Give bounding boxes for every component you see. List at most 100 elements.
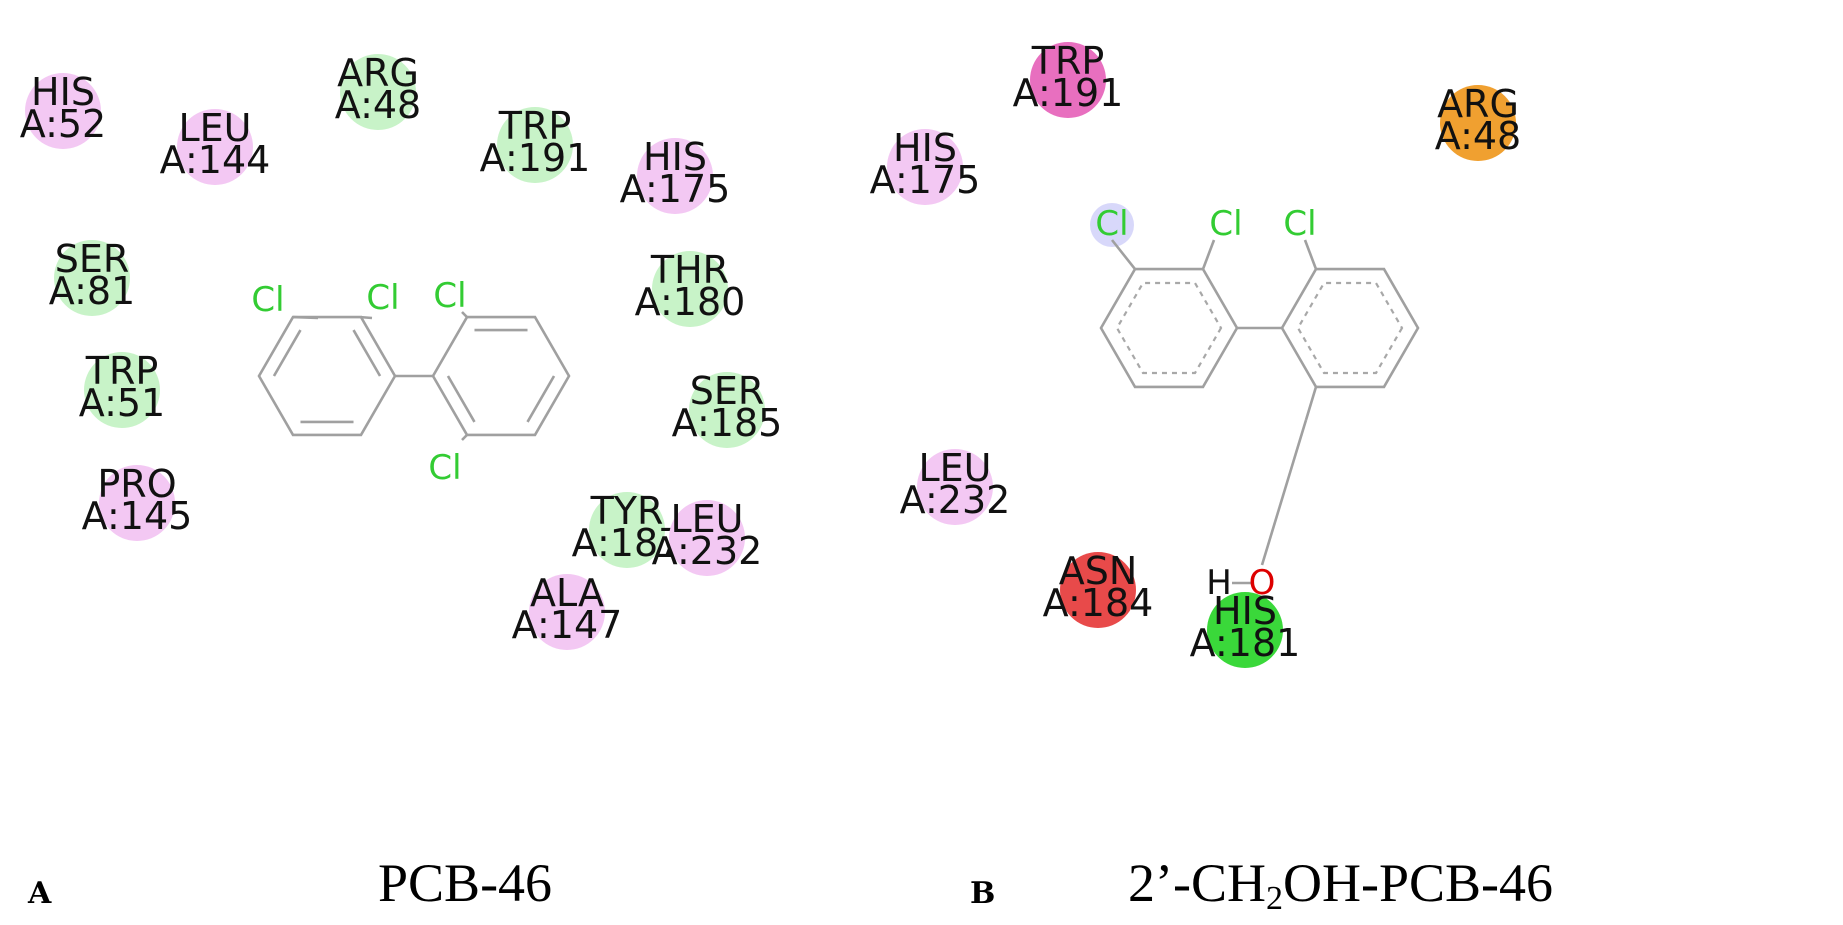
residue-number: A:232 <box>900 478 1011 522</box>
residue-name: LEU <box>919 446 992 490</box>
residue-name: PRO <box>97 462 176 506</box>
chlorine-atom: Cl <box>1283 204 1316 244</box>
phenyl-ring-left <box>257 315 397 437</box>
caption-b-subscript: 2 <box>1265 880 1283 917</box>
c-cl-bond <box>360 315 373 320</box>
residue-number: A:48 <box>335 83 421 127</box>
panel-letter-a: A <box>28 876 52 911</box>
residue-name: TRP <box>1031 39 1105 83</box>
residue-disc <box>99 465 175 541</box>
residue-number: A:191 <box>480 136 591 180</box>
residue-disc <box>689 372 765 448</box>
c-cl-bond <box>461 433 468 441</box>
aromatic-circle-left <box>1115 281 1223 375</box>
residue-name: TRP <box>498 104 572 148</box>
residue-name: TRP <box>85 349 159 393</box>
residue-disc <box>340 54 416 130</box>
halogen-contact-halo <box>1090 203 1134 247</box>
c-cl-bond <box>1201 239 1216 270</box>
c-cl-bond <box>1303 239 1318 270</box>
residue-number: A:145 <box>82 494 193 538</box>
residue-disc <box>1440 85 1516 161</box>
chlorine-atom: Cl <box>433 276 466 316</box>
residue-name: ARG <box>337 51 419 95</box>
residue-number: A:144 <box>160 138 271 182</box>
residue-disc <box>1060 552 1136 628</box>
hydrogen-atom: H <box>1206 563 1232 603</box>
double-bond-right-1 <box>526 375 556 423</box>
residue-name: TYR <box>590 489 664 533</box>
residue-disc <box>25 73 101 149</box>
residue-disc <box>177 109 253 185</box>
panel-letter-b: B <box>970 876 996 911</box>
residue-disc <box>1207 592 1283 668</box>
caption-b-part-2: OH-PCB-46 <box>1282 853 1554 913</box>
residue-name: ARG <box>1437 82 1519 126</box>
residue-name: THR <box>650 248 729 292</box>
residue-number: A:232 <box>652 529 763 573</box>
double-bond-left-3 <box>352 329 382 377</box>
residue-disc <box>1030 42 1106 118</box>
c-ch2-bond <box>1304 386 1318 421</box>
double-bond-right-2 <box>446 375 476 423</box>
residue-number: A:51 <box>79 381 165 425</box>
residue-number: A:175 <box>870 158 981 202</box>
aromatic-circle-right <box>1296 281 1404 375</box>
caption-panel-b: 2’-CH2OH-PCB-46 <box>1128 852 1553 918</box>
residue-name: SER <box>690 369 765 413</box>
residue-name: ASN <box>1059 549 1138 593</box>
residue-disc <box>84 352 160 428</box>
residue-number: A:52 <box>20 102 106 146</box>
double-bond-left-2 <box>272 329 302 377</box>
residue-name: LEU <box>671 497 744 541</box>
residue-number: A:184 <box>1043 581 1154 625</box>
ch2-o-bond <box>1260 419 1308 566</box>
chlorine-atom: Cl <box>428 448 461 488</box>
residue-name: SER <box>55 237 130 281</box>
c-cl-bond <box>292 315 319 320</box>
phenyl-ring-right <box>431 315 571 437</box>
residue-number: A:81 <box>49 269 135 313</box>
residue-name: HIS <box>893 126 957 170</box>
residue-number: A:185 <box>672 401 783 445</box>
caption-panel-a: PCB-46 <box>378 853 553 913</box>
residue-disc <box>652 251 728 327</box>
residue-disc <box>669 500 745 576</box>
residue-number: A:187 <box>572 521 683 565</box>
residue-disc <box>529 574 605 650</box>
c-cl-bond <box>461 311 468 319</box>
residue-disc <box>497 107 573 183</box>
residue-name: ALA <box>530 571 604 615</box>
phenyl-ring-left <box>1099 267 1239 389</box>
residue-disc <box>54 240 130 316</box>
residue-name: HIS <box>1213 589 1277 633</box>
residue-name: HIS <box>31 70 95 114</box>
caption-b-part-1: 2’-CH <box>1128 853 1266 913</box>
residue-number: A:181 <box>1190 621 1301 665</box>
residue-number: A:175 <box>620 167 731 211</box>
residue-disc <box>589 492 665 568</box>
chlorine-atom: Cl <box>366 278 399 318</box>
residue-disc <box>887 129 963 205</box>
